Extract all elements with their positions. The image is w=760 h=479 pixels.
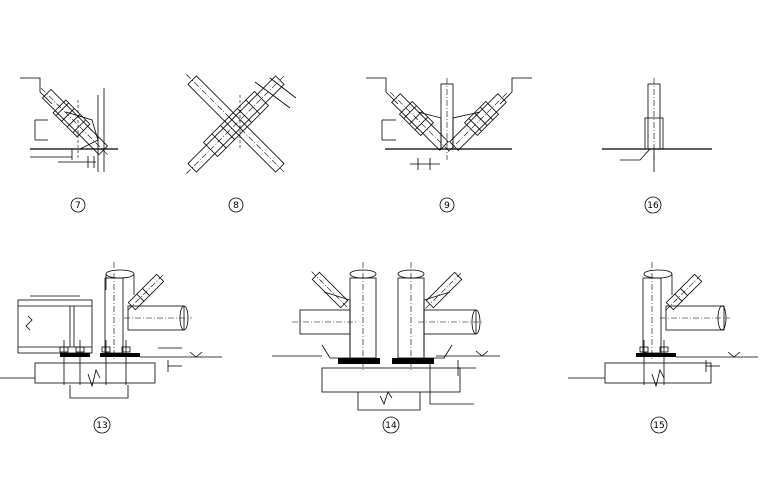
detail-label-15-text: 15	[653, 421, 664, 431]
detail-label-13-text: 13	[96, 421, 107, 431]
detail-8-drawing	[186, 74, 297, 174]
detail-7-drawing	[20, 77, 118, 172]
detail-label-16: 16	[644, 196, 662, 214]
detail-14-drawing	[272, 262, 500, 411]
detail-label-9: 9	[439, 197, 455, 213]
detail-9-drawing	[366, 77, 532, 170]
detail-label-15: 15	[650, 416, 668, 434]
detail-label-9-text: 9	[444, 201, 450, 211]
detail-label-14: 14	[382, 416, 400, 434]
detail-15-drawing	[568, 262, 758, 388]
detail-label-13: 13	[93, 416, 111, 434]
detail-label-8: 8	[228, 197, 244, 213]
detail-label-7: 7	[70, 197, 86, 213]
detail-label-14-text: 14	[385, 421, 397, 431]
detail-16-drawing	[602, 78, 712, 172]
detail-label-16-text: 16	[647, 201, 659, 211]
detail-13-drawing	[0, 262, 222, 399]
detail-label-8-text: 8	[233, 201, 239, 211]
detail-label-7-text: 7	[75, 201, 81, 211]
